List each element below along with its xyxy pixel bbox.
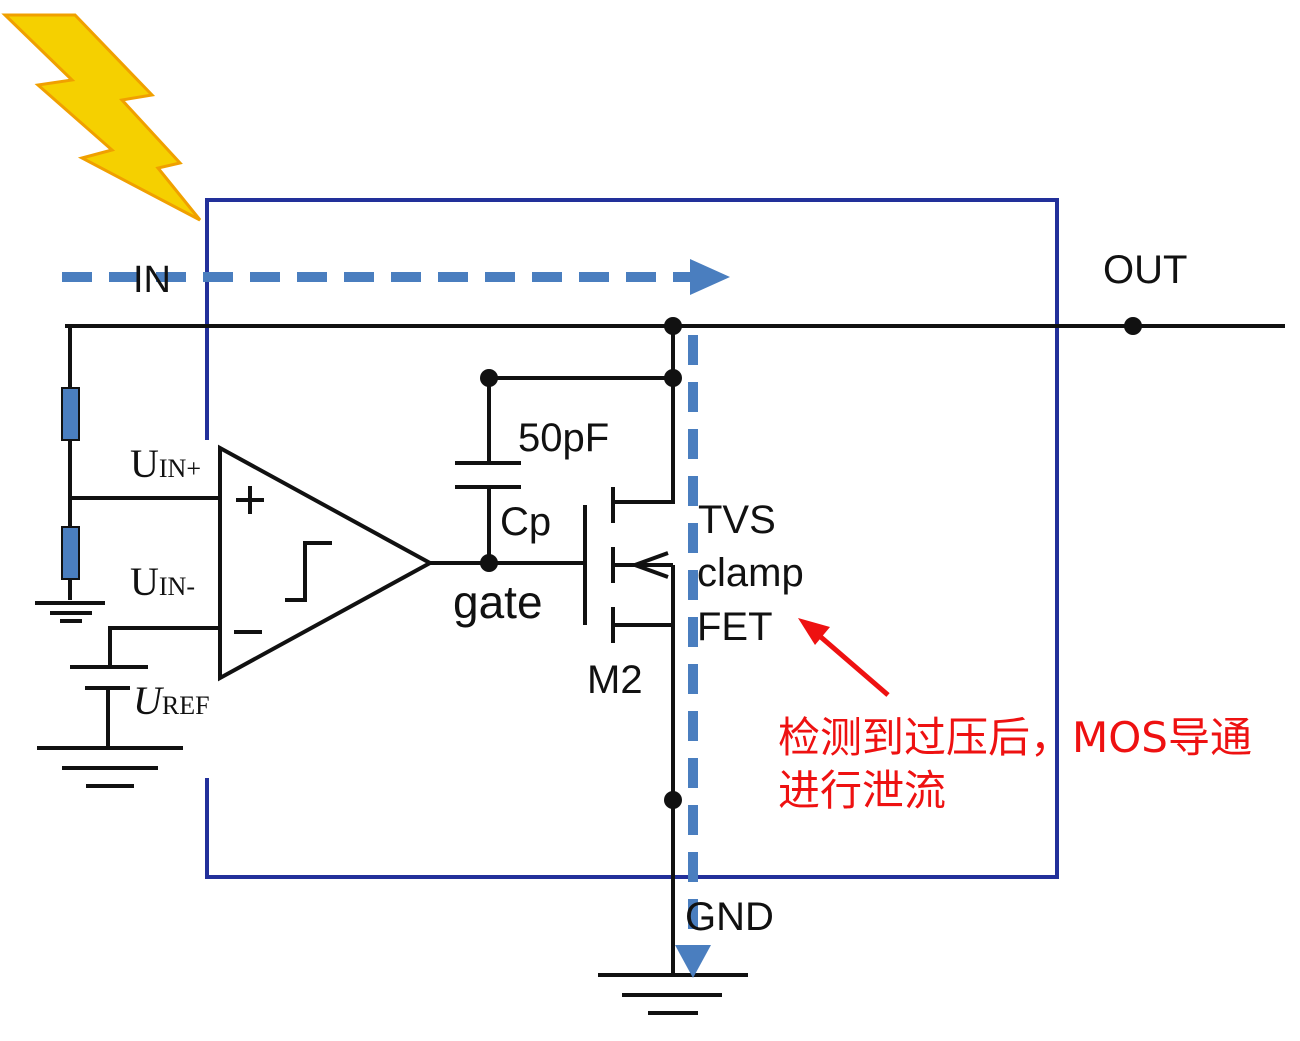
resistor-top — [61, 387, 80, 441]
surge-current-path — [62, 259, 730, 978]
label-fet: FET — [697, 605, 773, 649]
annotation-line-1: 检测到过压后，MOS导通 — [778, 713, 1252, 762]
annotation-arrow — [798, 618, 890, 697]
label-out: OUT — [1103, 248, 1187, 292]
label-cp: Cp — [500, 500, 551, 544]
label-gnd: GND — [685, 895, 774, 939]
mosfet-m2 — [583, 326, 682, 975]
label-in: IN — [133, 259, 171, 301]
annotation-line-2: 进行泄流 — [778, 766, 946, 815]
label-uin-plus: UIN+ — [130, 441, 201, 486]
gate-capacitor — [430, 369, 682, 572]
comparator — [218, 444, 435, 682]
label-gate: gate — [453, 576, 543, 628]
label-m2: M2 — [587, 658, 643, 702]
label-clamp: clamp — [697, 551, 804, 595]
lightning-bolt-icon — [1, 13, 202, 222]
label-uref: UREF — [133, 678, 210, 723]
resistor-bottom — [61, 526, 80, 580]
reference-source — [37, 626, 220, 788]
label-capacitance: 50pF — [518, 416, 609, 460]
ground-symbol — [598, 973, 748, 1015]
label-uin-minus: UIN- — [130, 559, 195, 604]
resistor-divider — [35, 326, 220, 623]
label-tvs: TVS — [698, 498, 776, 542]
